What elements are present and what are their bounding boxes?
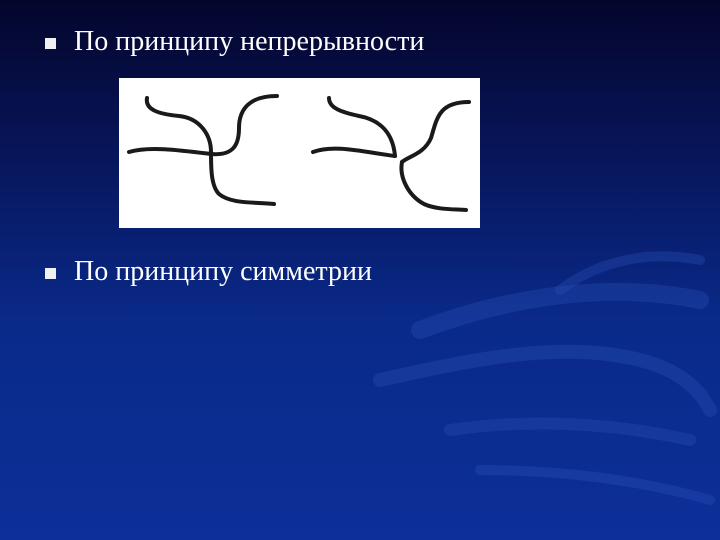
right-curve-c (400, 100, 471, 164)
right-curve-d (399, 160, 468, 212)
left-curve-b (127, 94, 279, 157)
bullet-text: По принципу симметрии (74, 256, 372, 287)
square-bullet-icon (45, 37, 56, 49)
line-junction-figure (119, 78, 480, 228)
bullet-text: По принципу непрерывности (74, 26, 425, 57)
junction-drawing (127, 94, 471, 212)
bullet-item-continuity: По принципу непрерывности (45, 26, 424, 58)
bullet-item-symmetry: По принципу симметрии (45, 256, 372, 288)
right-curve-b (311, 146, 397, 158)
right-curve-a (327, 96, 397, 158)
square-bullet-icon (45, 267, 56, 279)
